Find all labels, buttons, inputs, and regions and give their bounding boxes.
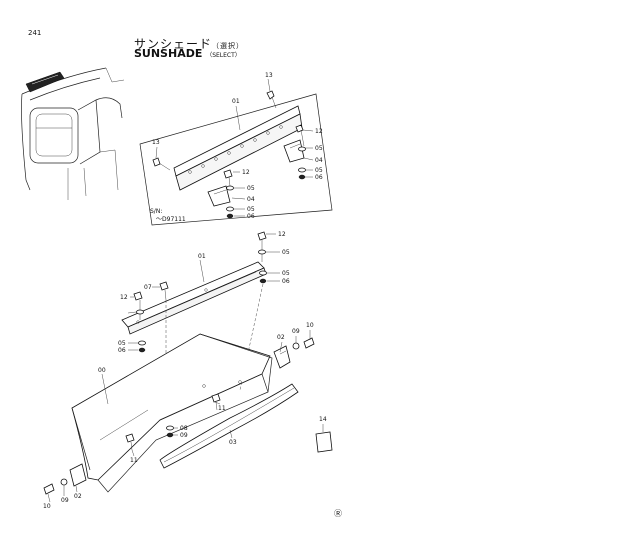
callout-09-right: 09 bbox=[292, 328, 300, 335]
callout-top-12a: 12 bbox=[315, 128, 323, 135]
callout-06-left: 06 bbox=[118, 347, 126, 354]
callout-06-right: 06 bbox=[282, 278, 290, 285]
callout-top-13b: 13 bbox=[152, 139, 160, 146]
footer-mark: Ⓡ bbox=[334, 509, 342, 518]
callout-top-04a: 04 bbox=[315, 157, 323, 164]
callout-14-label: 14 bbox=[319, 416, 327, 423]
callout-12-top: 12 bbox=[278, 231, 286, 238]
callout-12-left: 12 bbox=[120, 294, 128, 301]
callout-top-04b: 04 bbox=[247, 196, 255, 203]
callout-top-13a: 13 bbox=[265, 72, 273, 79]
callout-07: 07 bbox=[144, 284, 152, 291]
callout-09-mid: 09 bbox=[180, 432, 188, 439]
callout-top-06b: 06 bbox=[247, 213, 255, 220]
callout-05-top: 05 bbox=[282, 249, 290, 256]
serial-label: S/N: bbox=[150, 208, 163, 215]
callout-top-06a: 06 bbox=[315, 174, 323, 181]
callout-10-right: 10 bbox=[306, 322, 314, 329]
callout-02-left: 02 bbox=[74, 493, 82, 500]
serial-value: ～D97111 bbox=[156, 216, 186, 223]
callout-02-right: 02 bbox=[277, 334, 285, 341]
callout-top-05b: 05 bbox=[315, 167, 323, 174]
callout-top-05d: 05 bbox=[247, 206, 255, 213]
title-en-text: SUNSHADE bbox=[134, 47, 203, 60]
page-number: 241 bbox=[28, 29, 42, 37]
title-jp-note: （選択） bbox=[212, 42, 245, 50]
callout-08: 08 bbox=[180, 425, 188, 432]
title-english: SUNSHADE （SELECT） bbox=[134, 47, 241, 60]
callout-top-05c: 05 bbox=[247, 185, 255, 192]
callout-01-rail: 01 bbox=[198, 253, 206, 260]
callout-00-panel: 00 bbox=[98, 367, 106, 374]
callout-05-right: 05 bbox=[282, 270, 290, 277]
callout-05-left: 05 bbox=[118, 340, 126, 347]
callout-10-left: 10 bbox=[43, 503, 51, 510]
callout-top-05a: 05 bbox=[315, 145, 323, 152]
callout-top-01: 01 bbox=[232, 98, 240, 105]
serial-note: S/N:～D97111 bbox=[150, 208, 186, 224]
callout-top-12b: 12 bbox=[242, 169, 250, 176]
title-jp-text: サンシェード bbox=[134, 37, 213, 51]
inset-box-early-serial: 13 01 12 05 04 05 06 13 12 05 04 05 06 bbox=[139, 72, 333, 226]
callout-09-left: 09 bbox=[61, 497, 69, 504]
callout-03-strip: 03 bbox=[229, 439, 237, 446]
callout-11-left: 11 bbox=[130, 457, 138, 464]
callout-11-right: 11 bbox=[218, 405, 226, 412]
title-japanese: サンシェード（選択） bbox=[134, 35, 244, 52]
title-en-note: （SELECT） bbox=[206, 52, 241, 59]
main-exploded-view: 12 05 01 05 06 07 12 05 06 02 10 09 00 1… bbox=[43, 231, 333, 510]
cab-thumbnail bbox=[21, 67, 125, 200]
